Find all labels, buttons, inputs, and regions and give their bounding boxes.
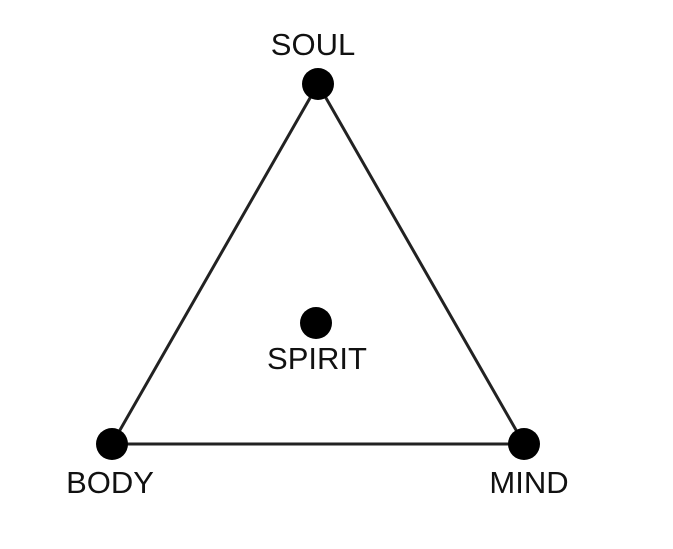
label-mind: MIND [489, 465, 568, 500]
label-soul: SOUL [271, 27, 355, 62]
label-body: BODY [66, 465, 154, 500]
edge-soul-body [110, 82, 320, 446]
edge-soul-mind [316, 82, 526, 446]
node-spirit [300, 307, 332, 339]
node-body [96, 428, 128, 460]
node-soul [302, 68, 334, 100]
label-spirit: SPIRIT [267, 341, 367, 376]
node-mind [508, 428, 540, 460]
